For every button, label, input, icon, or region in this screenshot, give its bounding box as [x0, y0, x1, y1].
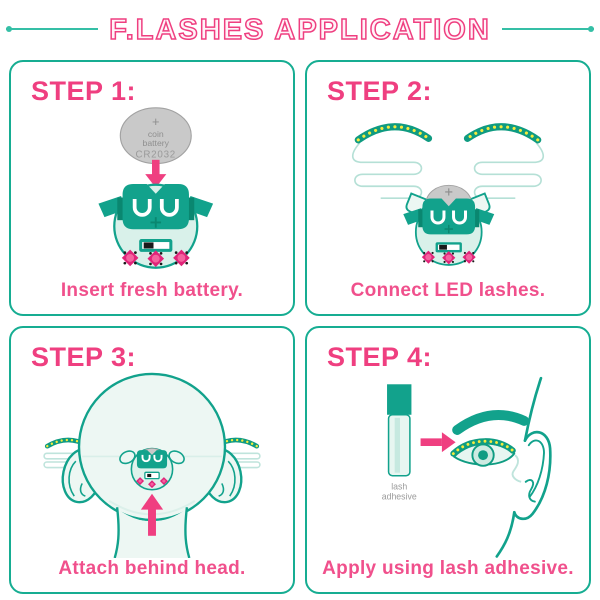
outer-ear: [512, 430, 552, 521]
rule-dot-right: [588, 26, 594, 32]
adhesive-label-line1: lash: [391, 481, 407, 491]
battery-clip-right: [159, 199, 179, 217]
eye: [450, 438, 516, 467]
connect-lashes-illustration: [352, 98, 587, 266]
step-3-title: STEP 3:: [31, 342, 137, 372]
steps-grid: STEP 1: + coin battery CR2032: [9, 60, 591, 594]
adhesive-bottle: [387, 384, 412, 477]
battery-insert-illustration: + coin battery CR2032: [98, 107, 214, 269]
arrow-right-icon: [420, 432, 456, 453]
adhesive-label-line2: adhesive: [382, 491, 417, 501]
neck-edge-right: [184, 507, 191, 558]
lash-wire-coil: [352, 142, 423, 200]
step-2-caption: Connect LED lashes.: [350, 280, 546, 301]
head-back-illustration: [43, 372, 261, 558]
eyebrow: [452, 410, 530, 435]
led-dots: [356, 125, 431, 142]
battery-label-coin: coin: [148, 129, 164, 139]
step-4-caption: Apply using lash adhesive.: [322, 558, 574, 579]
step-4-title: STEP 4:: [327, 342, 433, 372]
holder-plus-mark: [150, 217, 162, 228]
bottle-cap: [387, 384, 412, 415]
temple-line: [523, 376, 543, 442]
left-ear-fold-2: [79, 483, 86, 497]
battery-clip-left: [132, 199, 152, 217]
power-switch: [139, 239, 173, 252]
header-rule-left: [6, 26, 98, 32]
led-dots: [451, 439, 515, 456]
right-ear-fold: [227, 460, 236, 497]
header-rule-right: [502, 26, 594, 32]
controller-device: [403, 184, 495, 266]
step-1-illustration: + coin battery CR2032: [13, 104, 291, 276]
step-2-title: STEP 2:: [327, 76, 433, 106]
page-title-svg: F.LASHES APPLICATION: [108, 13, 491, 47]
right-ear-fold-2: [218, 483, 225, 497]
step-4-illustration: lash adhesive: [309, 366, 587, 558]
header: F.LASHES APPLICATION: [0, 0, 600, 58]
step-3-illustration: [13, 366, 291, 558]
mode-button: [121, 249, 139, 267]
inner-ear-fold-2: [524, 479, 536, 503]
coin-battery: + coin battery CR2032: [119, 107, 192, 165]
lash-wire: [511, 454, 522, 483]
left-ear-fold: [68, 460, 77, 497]
panel-step-2: STEP 2: Connect LED lashes.: [305, 60, 591, 316]
pupil: [478, 450, 488, 461]
arrow-up-icon: [140, 493, 164, 536]
rule-dot-left: [6, 26, 12, 32]
battery-label-cr2032: CR2032: [136, 150, 176, 161]
mode-button: [147, 250, 165, 267]
neck-edge-left: [113, 507, 120, 558]
mode-button: [173, 249, 190, 267]
panel-step-1: STEP 1: + coin battery CR2032: [9, 60, 295, 316]
controller-device-mini: [119, 447, 185, 491]
battery-holder: [122, 183, 189, 230]
jaw-line: [495, 510, 516, 558]
panel-step-4: lash adhesive: [305, 326, 591, 594]
inner-ear-fold: [527, 439, 545, 498]
apply-adhesive-illustration: lash adhesive: [382, 376, 552, 558]
step-1-caption: Insert fresh battery.: [60, 280, 244, 301]
step-2-illustration: [309, 98, 587, 276]
page-title: F.LASHES APPLICATION: [109, 14, 491, 46]
battery-plus-label: +: [152, 114, 159, 129]
ear-profile: [495, 376, 552, 558]
arrow-down-icon: [145, 159, 167, 188]
step-3-caption: Attach behind head.: [58, 558, 246, 579]
controller-device: [98, 183, 214, 269]
panel-step-3: STEP 3: Attach behind head.: [9, 326, 295, 594]
battery-label-battery: battery: [143, 138, 170, 148]
bottle-applicator: [394, 417, 400, 473]
step-1-title: STEP 1:: [31, 76, 137, 106]
